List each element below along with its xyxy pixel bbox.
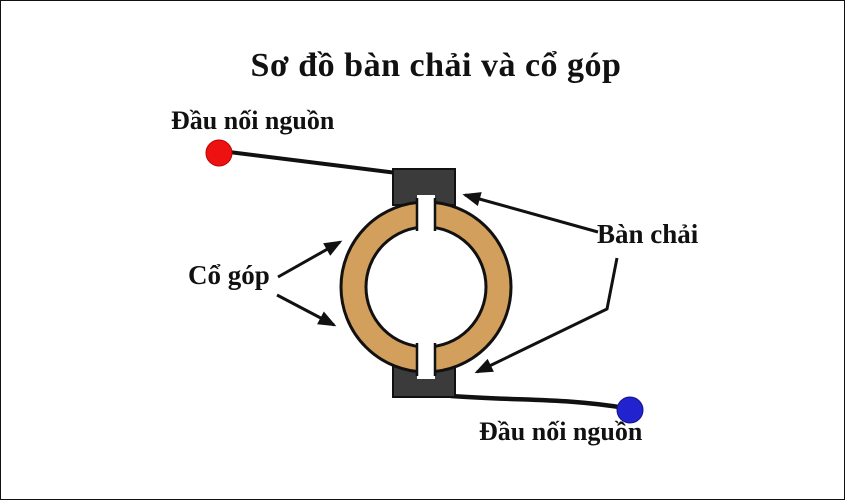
label-power-connector-bottom: Đầu nối nguồn (479, 417, 643, 446)
arrow-brush-bottom (474, 257, 619, 374)
label-brush: Bàn chải (597, 219, 699, 249)
gap-bottom-edges (415, 343, 437, 376)
arrow-commutator-lower (276, 293, 337, 327)
label-power-connector-top: Đầu nối nguồn (171, 106, 335, 135)
commutator-ring-band (341, 202, 511, 372)
commutator-inner-outline (364, 225, 488, 349)
wire-top (227, 150, 399, 175)
arrow-commutator-upper (277, 240, 343, 279)
wire-bottom (448, 393, 628, 411)
arrow-brush-top (462, 192, 599, 234)
diagram-title: Sơ đồ bàn chải và cổ góp (250, 47, 622, 84)
commutator-gap-bottom (417, 343, 435, 379)
label-commutator: Cổ góp (188, 260, 270, 290)
commutator-gap-top (417, 195, 435, 233)
terminal-dot-blue (616, 396, 644, 424)
terminal-dot-red (205, 139, 233, 167)
gap-top-edges (415, 198, 437, 231)
